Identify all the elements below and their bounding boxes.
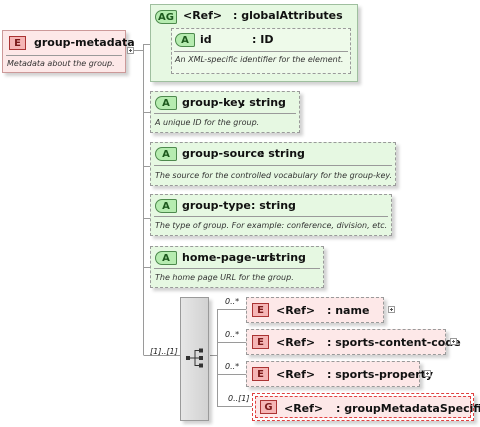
attribute-group-badge-icon: AG <box>155 10 177 24</box>
root-element-name: group-metadata <box>34 36 135 49</box>
attribute-box-group-type[interactable]: A group-type : string The type of group.… <box>150 194 392 236</box>
element-badge-icon: E <box>9 36 26 50</box>
attribute-doc: The source for the controlled vocabulary… <box>155 171 393 180</box>
attribute-group-box[interactable]: AG <Ref> : globalAttributes A id : ID An… <box>150 4 358 82</box>
attribute-type: : string <box>261 251 306 264</box>
attribute-name: group-key <box>182 96 245 109</box>
sequence-occurrence: [1]..[1] <box>150 347 178 356</box>
attribute-group-ref: <Ref> <box>183 9 223 22</box>
attribute-id-type: : ID <box>252 33 274 46</box>
attribute-separator <box>154 268 320 269</box>
attribute-doc: The type of group. For example: conferen… <box>155 221 388 230</box>
root-element-doc: Metadata about the group. <box>7 59 115 68</box>
attribute-doc: A unique ID for the group. <box>155 118 260 127</box>
attribute-type: : string <box>251 199 296 212</box>
attribute-type: : string <box>260 147 305 160</box>
child-name: : sports-property <box>327 368 434 381</box>
child-ref: <Ref> <box>276 304 316 317</box>
expand-icon[interactable] <box>450 338 457 345</box>
child-element-sports-property[interactable]: E <Ref> : sports-property <box>246 361 433 387</box>
child-occurrence: 0..[1] <box>228 394 250 403</box>
attribute-icon: A <box>155 199 177 213</box>
child-element-sports-content-code[interactable]: E <Ref> : sports-content-code <box>246 329 461 355</box>
attribute-id-doc: An XML-specific identifier for the eleme… <box>175 55 344 64</box>
attribute-name: group-source <box>182 147 265 160</box>
attribute-box-group-key[interactable]: A group-key : string A unique ID for the… <box>150 91 300 133</box>
attribute-badge-icon: A <box>175 33 195 47</box>
root-element-box[interactable]: E group-metadata Metadata about the grou… <box>2 30 135 73</box>
child-occurrence: 0..* <box>225 297 240 306</box>
attribute-box-home-page-url[interactable]: A home-page-url : string The home page U… <box>150 246 324 288</box>
child-occurrence: 0..* <box>225 330 240 339</box>
attribute-id-separator <box>174 51 348 52</box>
attribute-id-box[interactable]: A id : ID An XML-specific identifier for… <box>171 28 351 74</box>
attribute-doc: The home page URL for the group. <box>155 273 294 282</box>
child-ref: <Ref> <box>276 368 316 381</box>
sequence-compositor-icon <box>186 348 203 368</box>
child-name: : sports-content-code <box>327 336 461 349</box>
child-group-groupMetadataSpecific[interactable]: G <Ref> : groupMetadataSpecific <box>252 393 480 421</box>
attribute-name: home-page-url <box>182 251 274 264</box>
attribute-separator <box>154 216 388 217</box>
child-ref: <Ref> <box>276 336 316 349</box>
element-badge-icon: E <box>252 367 269 381</box>
element-badge-icon: E <box>252 335 269 349</box>
attribute-id-name: id <box>200 33 212 46</box>
sequence-compositor[interactable] <box>180 297 209 421</box>
attribute-icon: A <box>155 251 177 265</box>
root-separator <box>6 55 122 56</box>
attribute-icon: A <box>155 96 177 110</box>
attribute-icon: A <box>155 147 177 161</box>
group-badge-icon: G <box>260 400 277 414</box>
attribute-name: group-type <box>182 199 251 212</box>
expand-icon[interactable] <box>388 306 395 313</box>
attribute-separator <box>154 165 392 166</box>
child-name: : groupMetadataSpecific <box>336 402 480 415</box>
group-inner-box: G <Ref> : groupMetadataSpecific <box>255 396 480 418</box>
child-element-name[interactable]: E <Ref> : name <box>246 297 384 323</box>
child-occurrence: 0..* <box>225 362 240 371</box>
root-collapse-icon[interactable] <box>127 47 134 54</box>
attribute-group-name: : globalAttributes <box>233 9 343 22</box>
child-ref: <Ref> <box>284 402 324 415</box>
attribute-separator <box>154 113 296 114</box>
attribute-box-group-source[interactable]: A group-source : string The source for t… <box>150 142 396 186</box>
element-badge-icon: E <box>252 303 269 317</box>
attribute-type: : string <box>241 96 286 109</box>
expand-icon[interactable] <box>424 370 431 377</box>
child-name: : name <box>327 304 370 317</box>
